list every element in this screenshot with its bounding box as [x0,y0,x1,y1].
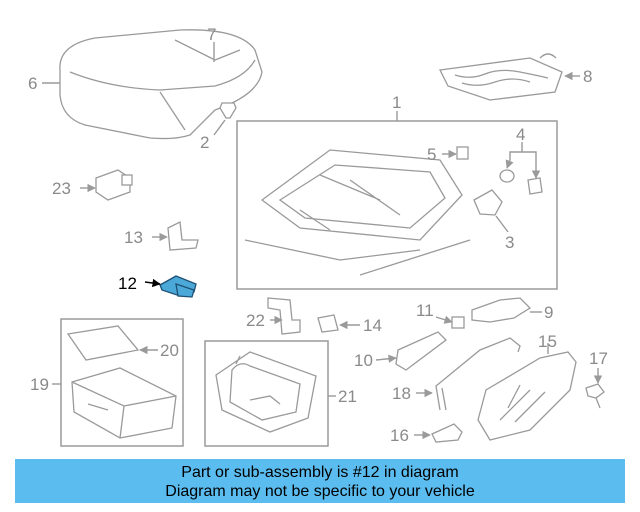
callout-11: 11 [416,301,434,320]
screw-part-17 [585,383,605,409]
bracket-part-13 [167,221,199,251]
callout-17: 17 [589,349,608,368]
callout-19: 19 [30,375,49,394]
leader-4-bracket [509,151,537,176]
leader-2 [213,119,226,136]
leader-4a [505,159,514,169]
callout-5: 5 [427,145,436,164]
clip-part-5 [456,146,469,160]
callout-4: 4 [516,125,525,144]
callout-13: 13 [124,228,143,247]
leader-10 [375,354,397,363]
wire-part-18 [435,337,521,411]
bracket-part-22 [267,297,301,335]
clip-part-16 [431,423,463,443]
seat-frame-part-1 [244,149,471,276]
callout-18: 18 [392,384,411,403]
mat-part-20 [66,325,140,361]
storage-tray-box [60,318,184,447]
tray-part-19 [71,367,177,439]
leader-12 [144,278,161,288]
module-part-23 [95,169,133,201]
callout-16: 16 [390,426,409,445]
callout-14: 14 [363,316,382,335]
callout-9: 9 [544,303,553,322]
callout-15: 15 [538,332,557,351]
cover-part-3 [473,189,503,216]
highlighted-part-12 [159,275,197,298]
clip-part-11 [451,316,465,329]
handle-part-10 [395,331,447,371]
callout-23: 23 [52,179,71,198]
callout-1: 1 [392,93,401,112]
leader-3 [495,215,509,233]
callout-20: 20 [160,341,179,360]
seat-cushion-part [59,29,263,140]
clip-part-2 [219,102,237,119]
callout-6: 6 [28,74,37,93]
callout-7: 7 [207,25,216,44]
callout-10: 10 [354,351,373,370]
callout-2: 2 [200,133,209,152]
parts-diagram: 6 7 2 8 1 5 4 3 [28,25,608,447]
seat-pan-box [204,340,329,447]
clip-part-14 [317,314,339,333]
caption-line-2: Diagram may not be specific to your vehi… [165,483,475,500]
caption-banner: Part or sub-assembly is #12 in diagram D… [15,459,625,503]
callout-12: 12 [118,274,137,293]
callout-3: 3 [505,233,514,252]
callout-21: 21 [338,387,357,406]
callout-22: 22 [246,311,265,330]
heater-pad-part-8 [439,53,563,101]
seat-pan-part-21 [215,351,317,433]
leader-11 [435,315,453,324]
trim-part-9 [471,297,532,323]
side-shield-part-15 [477,351,577,441]
callout-8: 8 [583,67,592,86]
caption-line-1: Part or sub-assembly is #12 in diagram [181,464,459,481]
